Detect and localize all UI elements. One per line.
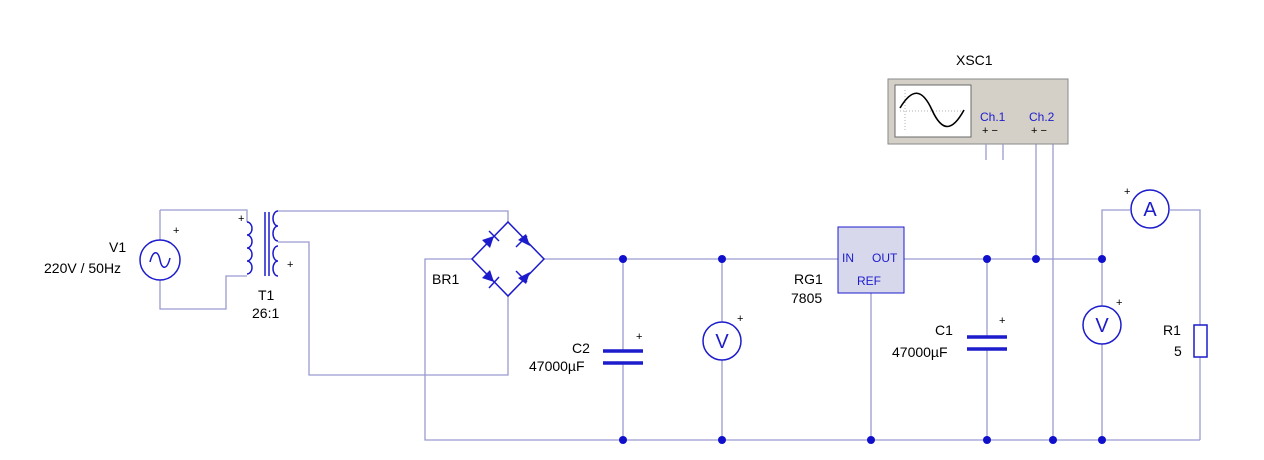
voltmeter-icon <box>702 321 742 361</box>
secondary-plus-sign: + <box>287 259 293 271</box>
diode-bridge-icon <box>470 220 546 298</box>
primary-coil-icon <box>246 221 253 275</box>
voltmeter-2[interactable]: V + <box>1082 297 1122 345</box>
wire-source-top <box>160 209 248 222</box>
voltmeter-1-glyph: V <box>715 331 729 353</box>
junction-dot <box>983 436 991 444</box>
resistor-value-label: 5 <box>1174 343 1182 359</box>
wire-ground-rail <box>424 258 1200 441</box>
junction-dot <box>983 255 991 263</box>
ammeter-plus-sign: + <box>1124 186 1130 198</box>
wire-secondary-bottom <box>278 241 509 376</box>
ac-source-icon <box>139 239 181 281</box>
resistor-icon <box>1193 324 1208 358</box>
voltmeter-1[interactable]: V + <box>702 313 743 361</box>
secondary-coil-lower-icon <box>272 245 279 277</box>
junction-dot <box>619 255 627 263</box>
resistor-r1[interactable]: R1 5 <box>1163 322 1208 359</box>
voltmeter-1-plus-sign: + <box>737 313 743 325</box>
wire-secondary-top <box>278 210 509 222</box>
transformer-ref-label: T1 <box>258 287 275 303</box>
bridge-ref-label: BR1 <box>432 271 459 287</box>
transformer-ratio-label: 26:1 <box>252 305 279 321</box>
c2-plus-sign: + <box>636 331 642 343</box>
ch1-pins: + − <box>982 125 998 137</box>
bridge-br1[interactable]: BR1 <box>432 220 546 298</box>
c1-ref-label: C1 <box>935 322 953 338</box>
wires <box>159 144 1201 441</box>
source-ref-label: V1 <box>109 239 126 255</box>
junctions <box>619 255 1106 444</box>
regulator-pin-in: IN <box>842 251 854 265</box>
junction-dot <box>718 436 726 444</box>
regulator-ref-label: RG1 <box>794 271 823 287</box>
junction-dot <box>1098 255 1106 263</box>
source-plus-sign: + <box>173 225 179 237</box>
regulator-part-label: 7805 <box>791 290 822 306</box>
junction-dot <box>718 255 726 263</box>
ch2-label: Ch.2 <box>1029 110 1055 124</box>
junction-dot <box>1098 436 1106 444</box>
secondary-coil-upper-icon <box>272 210 279 242</box>
ch2-pins: + − <box>1031 125 1047 137</box>
source-value-label: 220V / 50Hz <box>44 260 121 276</box>
ammeter-icon <box>1130 189 1170 229</box>
sine-wave-icon <box>149 252 171 268</box>
c1-plus-sign: + <box>999 315 1005 327</box>
capacitor-c2[interactable]: + C2 47000µF <box>529 331 643 374</box>
oscilloscope-ref-label: XSC1 <box>956 52 993 68</box>
junction-dot <box>867 436 875 444</box>
ch1-label: Ch.1 <box>980 110 1006 124</box>
voltmeter-2-glyph: V <box>1095 315 1109 337</box>
c1-value-label: 47000µF <box>892 344 948 360</box>
primary-plus-sign: + <box>238 213 244 225</box>
transformer-t1[interactable]: + + T1 26:1 <box>238 210 293 321</box>
c2-value-label: 47000µF <box>529 358 585 374</box>
voltmeter-2-plus-sign: + <box>1116 297 1122 309</box>
oscilloscope-xsc1[interactable]: XSC1 Ch.1 Ch.2 + − + − <box>887 52 1069 160</box>
c2-ref-label: C2 <box>572 340 590 356</box>
wire-ammeter-out <box>1170 209 1201 325</box>
regulator-body <box>837 226 905 294</box>
wire-ammeter-in <box>1101 209 1130 259</box>
oscilloscope-icon <box>899 90 966 130</box>
capacitor-c1[interactable]: + C1 47000µF <box>892 315 1007 360</box>
regulator-pin-ref: REF <box>857 274 881 288</box>
regulator-pin-out: OUT <box>872 251 898 265</box>
ac-source-v1[interactable]: + V1 220V / 50Hz <box>44 225 181 281</box>
regulator-rg1[interactable]: IN OUT REF RG1 7805 <box>791 226 905 306</box>
ammeter-glyph: A <box>1143 199 1157 221</box>
wire-source-bottom <box>159 275 247 310</box>
junction-dot <box>619 436 627 444</box>
junction-dot <box>1049 436 1057 444</box>
voltmeter-icon <box>1082 305 1122 345</box>
junction-dot <box>1032 255 1040 263</box>
resistor-ref-label: R1 <box>1163 322 1181 338</box>
ammeter[interactable]: A + <box>1124 186 1170 229</box>
